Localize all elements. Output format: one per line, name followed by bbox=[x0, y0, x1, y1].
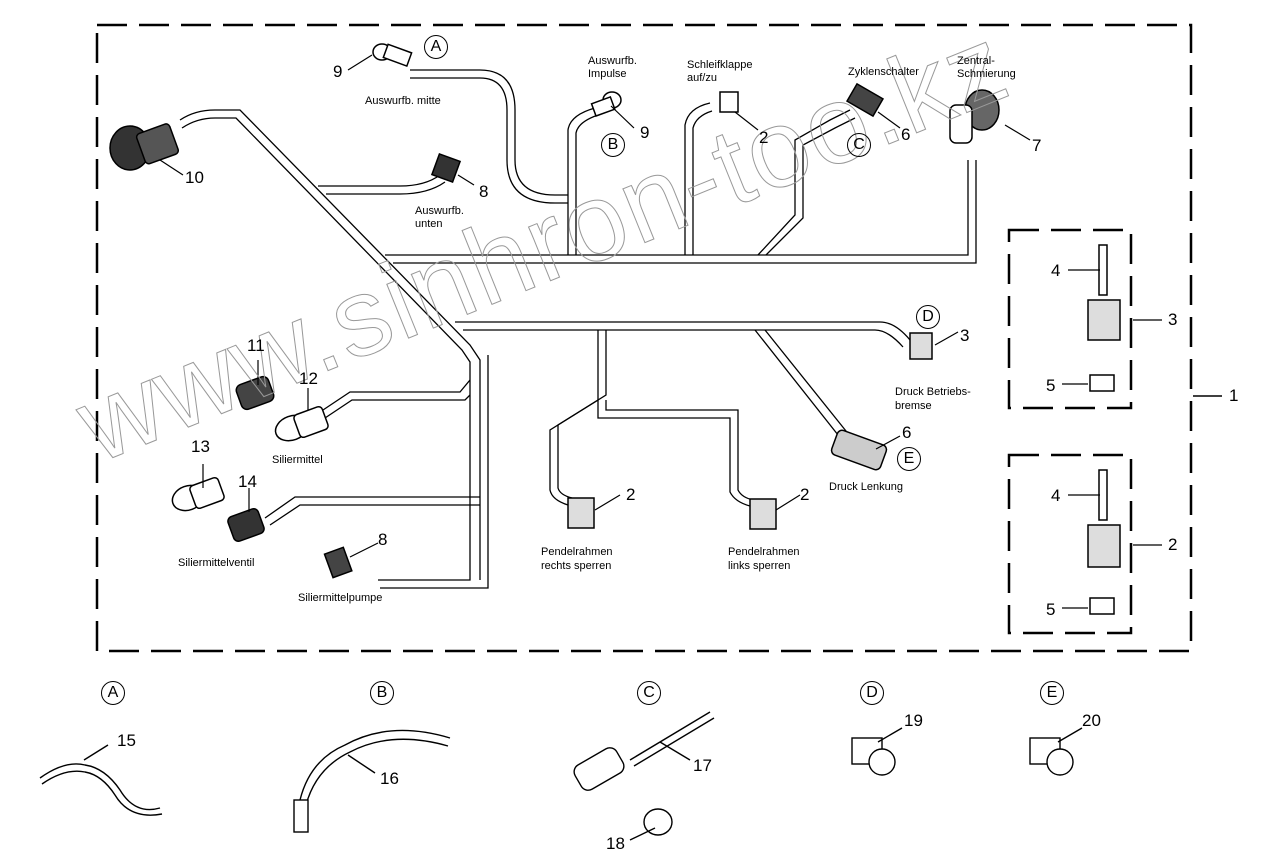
callout-10: 10 bbox=[185, 168, 204, 187]
connector-8-pumpe bbox=[323, 546, 353, 579]
label-siliermittelventil: Siliermittelventil bbox=[178, 557, 255, 569]
callout-2: 2 bbox=[759, 128, 769, 147]
callout-8: 8 bbox=[479, 182, 489, 201]
assembly-boundary bbox=[95, 23, 1193, 653]
label-auswurfb-impulse-1: Auswurfb. bbox=[588, 55, 637, 67]
callout-18: 18 bbox=[606, 834, 625, 853]
connector-6-lenkung bbox=[830, 429, 888, 471]
label-pendel-rechts-1: Pendelrahmen bbox=[541, 546, 613, 558]
label-auswurfb-unten-1: Auswurfb. bbox=[415, 205, 464, 217]
label-auswurfb-mitte: Auswurfb. mitte bbox=[365, 95, 441, 107]
callout-14: 14 bbox=[238, 472, 257, 491]
detail-view-e-title: E bbox=[1040, 681, 1064, 705]
solenoid-plug-2 bbox=[1087, 524, 1121, 568]
callout-9: 9 bbox=[640, 123, 650, 142]
label-druck-betriebsbremse-1: Druck Betriebs- bbox=[895, 386, 971, 398]
label-zyklenschalter: Zyklenschalter bbox=[848, 66, 919, 78]
solenoid-plug-3 bbox=[1087, 299, 1121, 341]
detail-view-a-title: A bbox=[101, 681, 125, 705]
callout-4: 4 bbox=[1051, 261, 1061, 280]
label-zentral-1: Zentral- bbox=[957, 55, 995, 67]
connector-2-rechts bbox=[567, 497, 595, 529]
label-siliermittel: Siliermittel bbox=[272, 454, 323, 466]
connector-14 bbox=[227, 507, 265, 543]
callout-17: 17 bbox=[693, 756, 712, 775]
detail-view-d-title: D bbox=[860, 681, 884, 705]
cable-16 bbox=[299, 729, 451, 801]
callout-2: 2 bbox=[1168, 535, 1178, 554]
cable-17 bbox=[629, 711, 711, 761]
callout-6: 6 bbox=[902, 423, 912, 442]
connector-2-links bbox=[749, 498, 777, 530]
callout-5: 5 bbox=[1046, 600, 1056, 619]
leader-lines bbox=[159, 54, 1162, 609]
label-druck-lenkung: Druck Lenkung bbox=[829, 481, 903, 493]
seal-5-b bbox=[1089, 597, 1115, 615]
label-auswurfb-impulse-2: Impulse bbox=[588, 68, 627, 80]
harness-wires bbox=[179, 69, 977, 589]
cable-15 bbox=[39, 763, 161, 811]
label-druck-betriebsbremse-2: bremse bbox=[895, 400, 932, 412]
callout-13: 13 bbox=[191, 437, 210, 456]
detail-marker-a: A bbox=[424, 35, 448, 59]
seal-5-a bbox=[1089, 374, 1115, 392]
label-pendel-rechts-2: rechts sperren bbox=[541, 560, 612, 572]
detail-parts bbox=[39, 711, 1083, 841]
callout-16: 16 bbox=[380, 769, 399, 788]
detail-marker-d: D bbox=[916, 305, 940, 329]
detail-marker-b: B bbox=[601, 133, 625, 157]
callout-20: 20 bbox=[1082, 711, 1101, 730]
detail-view-c-title: C bbox=[637, 681, 661, 705]
callout-9: 9 bbox=[333, 62, 343, 81]
connector-8-unten bbox=[430, 152, 462, 184]
callout-6: 6 bbox=[901, 125, 911, 144]
bolt-4-b bbox=[1098, 469, 1108, 521]
label-schleifklappe-2: auf/zu bbox=[687, 72, 717, 84]
detail-view-b-title: B bbox=[370, 681, 394, 705]
callout-1: 1 bbox=[1229, 386, 1239, 405]
callout-19: 19 bbox=[904, 711, 923, 730]
callout-11: 11 bbox=[247, 336, 265, 355]
bolt-4-a bbox=[1098, 244, 1108, 296]
label-zentral-2: Schmierung bbox=[957, 68, 1016, 80]
connector-11 bbox=[235, 375, 275, 411]
plug-18 bbox=[643, 808, 673, 836]
callout-2: 2 bbox=[626, 485, 636, 504]
label-pendel-links-1: Pendelrahmen bbox=[728, 546, 800, 558]
connector-3-betriebsbremse bbox=[909, 332, 933, 360]
callout-5: 5 bbox=[1046, 376, 1056, 395]
label-auswurfb-unten-2: unten bbox=[415, 218, 443, 230]
callout-3: 3 bbox=[960, 326, 970, 345]
callout-8: 8 bbox=[378, 530, 388, 549]
label-pendel-links-2: links sperren bbox=[728, 560, 791, 572]
callout-12: 12 bbox=[299, 369, 318, 388]
label-schleifklappe-1: Schleifklappe bbox=[687, 59, 753, 71]
connector-10-body bbox=[135, 123, 180, 165]
connector-2-schleifklappe bbox=[719, 91, 739, 113]
connector-6-zyklen bbox=[845, 82, 885, 118]
label-siliermittelpumpe: Siliermittelpumpe bbox=[298, 592, 383, 604]
detail-marker-e: E bbox=[897, 447, 921, 471]
detail-marker-c: C bbox=[847, 133, 871, 157]
subassembly-box-2 bbox=[1007, 453, 1133, 635]
callout-4: 4 bbox=[1051, 486, 1061, 505]
callout-3: 3 bbox=[1168, 310, 1178, 329]
callout-2: 2 bbox=[800, 485, 810, 504]
subassembly-box-3 bbox=[1007, 228, 1133, 410]
callout-7: 7 bbox=[1032, 136, 1042, 155]
callout-15: 15 bbox=[117, 731, 136, 750]
